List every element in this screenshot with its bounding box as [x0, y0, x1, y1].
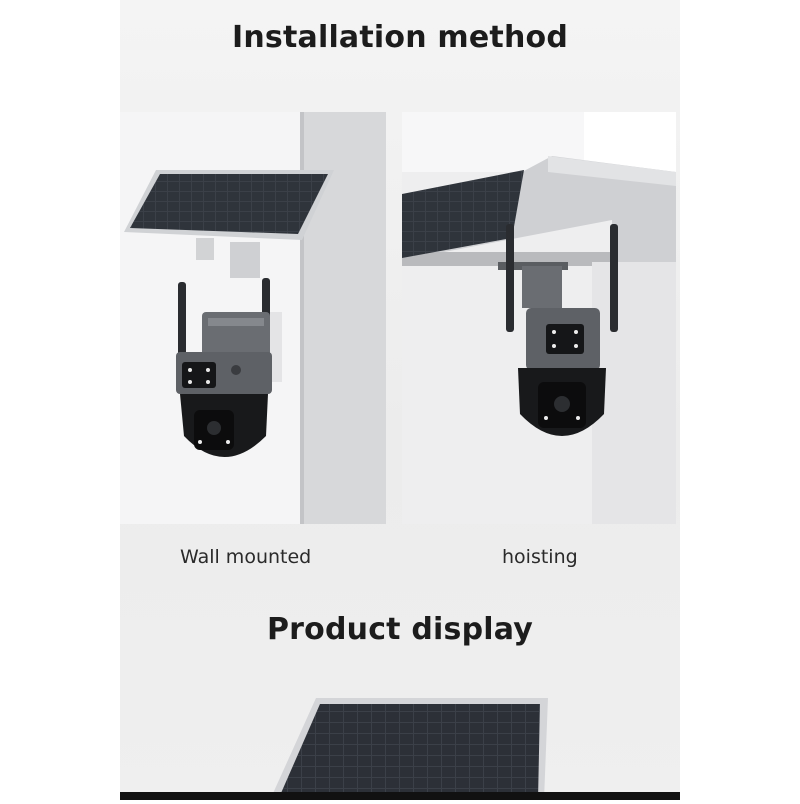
wall-mounted-caption: Wall mounted — [180, 546, 312, 568]
wall-mounted-photo — [120, 112, 386, 524]
installation-method-title: Installation method — [232, 20, 568, 55]
product-display-title: Product display — [266, 612, 534, 647]
product-solar-panel-photo — [120, 690, 680, 800]
bottom-edge — [120, 792, 680, 800]
hoisting-caption: hoisting — [502, 546, 578, 568]
hoisting-photo — [402, 112, 676, 524]
